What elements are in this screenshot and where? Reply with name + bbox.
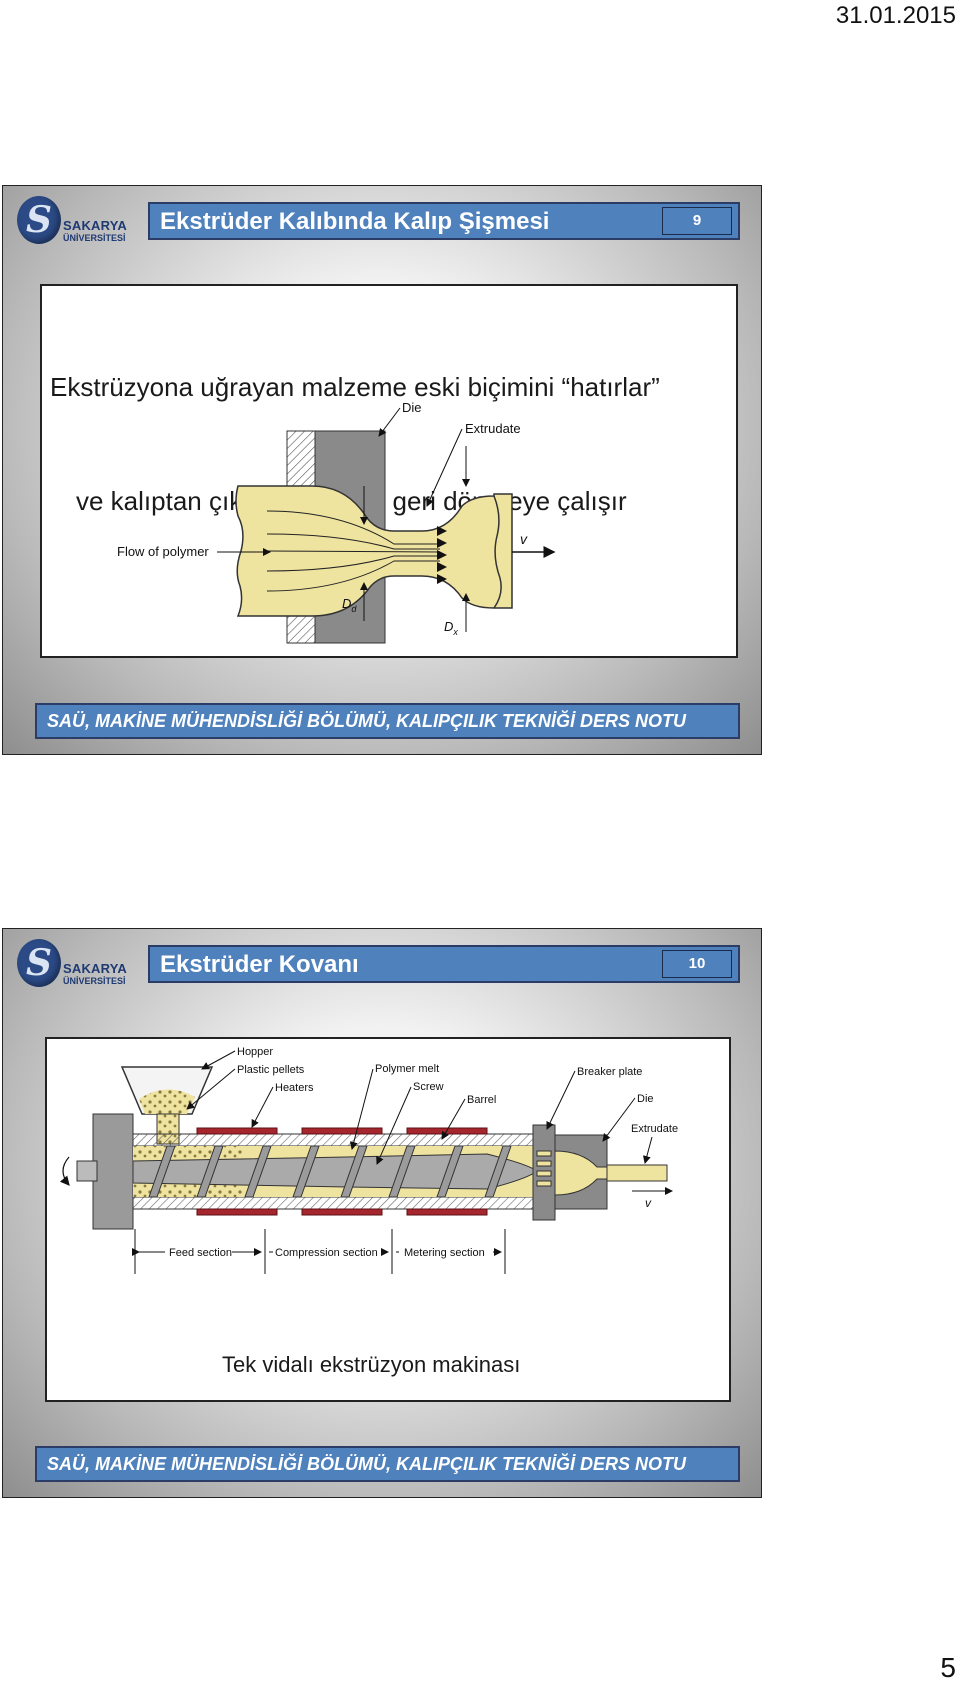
label-screw: Screw (413, 1081, 444, 1093)
logo-name: SAKARYA (63, 961, 128, 976)
slide-content: v Hopper Plastic pellets Heaters Polymer… (45, 1037, 731, 1402)
extrudate-pointer (426, 428, 463, 507)
page-number: 5 (940, 1652, 956, 1683)
slide-title-bar: Ekstrüder Kalıbında Kalıp Şişmesi 9 (148, 202, 740, 240)
slide-content: Ekstrüzyona uğrayan malzeme eski biçimin… (40, 284, 738, 658)
label-plastic-pellets: Plastic pellets (237, 1064, 305, 1076)
polymer-flow-shape (235, 485, 513, 617)
label-velocity: v (520, 531, 528, 547)
slide-title: Ekstrüder Kovanı (160, 951, 359, 978)
label-heaters: Heaters (275, 1082, 314, 1094)
rotation-icon (59, 1156, 70, 1186)
extrudate (606, 1164, 668, 1182)
drive-shaft (76, 1160, 98, 1182)
university-logo: S SAKARYA ÜNİVERSİTESİ (17, 194, 135, 250)
label-metering-section: Metering section (404, 1247, 485, 1259)
label-breaker-plate: Breaker plate (577, 1066, 642, 1078)
drive-block (92, 1113, 134, 1230)
body-line-1: Ekstrüzyona uğrayan malzeme eski biçimin… (50, 372, 660, 402)
barrel-wall-bottom (132, 1196, 534, 1210)
label-pointers (186, 1050, 653, 1165)
slide-footer-bar: SAÜ, MAKİNE MÜHENDİSLİĞİ BÖLÜMÜ, KALIPÇI… (35, 703, 740, 739)
label-extrudate: Extrudate (465, 421, 521, 436)
logo-subtitle: ÜNİVERSİTESİ (63, 233, 126, 243)
slide-10: S SAKARYA ÜNİVERSİTESİ Ekstrüder Kovanı … (2, 928, 762, 1498)
label-compression-section: Compression section (275, 1247, 378, 1259)
slide-footer-bar: SAÜ, MAKİNE MÜHENDİSLİĞİ BÖLÜMÜ, KALIPÇI… (35, 1446, 740, 1482)
extrudate-wavy-end (493, 495, 502, 609)
screw-flights (148, 1145, 512, 1198)
label-feed-section: Feed section (169, 1247, 232, 1259)
label-die: Die (402, 400, 422, 415)
label-die: Die (637, 1093, 654, 1105)
page-date: 31.01.2015 (835, 2, 956, 29)
label-extrudate: Extrudate (631, 1123, 678, 1135)
label-barrel: Barrel (467, 1094, 496, 1106)
slide-9: S SAKARYA ÜNİVERSİTESİ Ekstrüder Kalıbın… (2, 185, 762, 755)
die-swell-diagram: Die Extrudate Flow of polymer v Dd Dx (117, 400, 556, 644)
label-dd: Dd (342, 596, 357, 614)
label-hopper: Hopper (237, 1046, 273, 1058)
slide-number: 9 (662, 207, 732, 235)
logo-subtitle: ÜNİVERSİTESİ (63, 976, 126, 986)
section-dimensions (132, 1229, 506, 1274)
logo-name: SAKARYA (63, 218, 128, 233)
breaker-plate-holes (536, 1150, 552, 1187)
logo-emblem-icon (17, 196, 61, 244)
label-polymer-melt: Polymer melt (375, 1063, 439, 1075)
barrel-wall-top (132, 1133, 534, 1147)
slide-footer-text: SAÜ, MAKİNE MÜHENDİSLİĞİ BÖLÜMÜ, KALIPÇI… (47, 1454, 686, 1474)
logo-emblem-icon (17, 939, 61, 987)
flow-arrowheads (437, 526, 447, 584)
hopper-pellets (139, 1089, 195, 1114)
flow-lines (266, 510, 441, 592)
slide-title: Ekstrüder Kalıbında Kalıp Şişmesi (160, 208, 550, 235)
extruder-barrel-diagram: v Hopper Plastic pellets Heaters Polymer… (59, 1046, 678, 1274)
slide-footer-text: SAÜ, MAKİNE MÜHENDİSLİĞİ BÖLÜMÜ, KALIPÇI… (47, 711, 686, 731)
label-dx: Dx (444, 619, 458, 637)
label-velocity: v (645, 1196, 652, 1210)
slide-number: 10 (662, 950, 732, 978)
university-logo: S SAKARYA ÜNİVERSİTESİ (17, 937, 135, 993)
figure-caption: Tek vidalı ekstrüzyon makinası (222, 1352, 521, 1377)
die-pointer (378, 407, 401, 437)
label-flow-of-polymer: Flow of polymer (117, 544, 209, 559)
logo-mark: S (26, 942, 52, 984)
logo-mark: S (26, 199, 52, 241)
slide-title-bar: Ekstrüder Kovanı 10 (148, 945, 740, 983)
